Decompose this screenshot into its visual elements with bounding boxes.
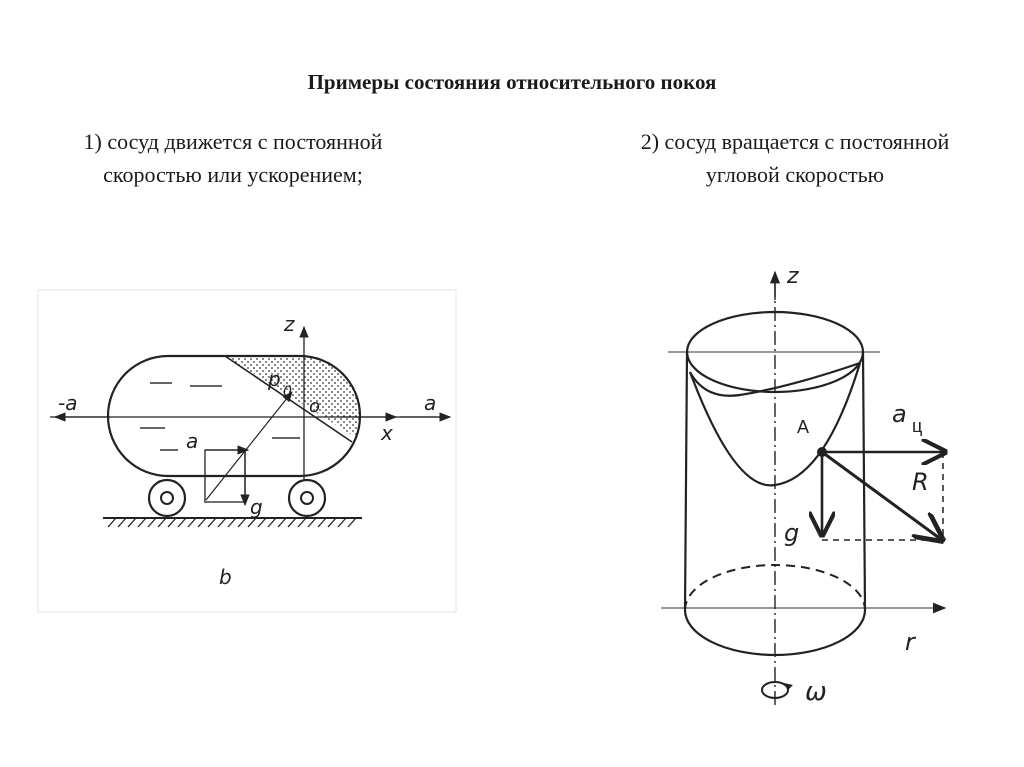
gas-region — [225, 356, 360, 440]
label-p0: p — [267, 367, 281, 391]
cylinder-left-wall — [683, 351, 689, 611]
label-b: b — [219, 565, 232, 589]
caption-right-line-2: угловой скоростью — [705, 162, 885, 187]
slide-title: Примеры состояния относительного покоя — [307, 70, 717, 94]
label-minus-a: -a — [58, 391, 77, 415]
liquid-marks — [140, 382, 300, 451]
caption-left-line-1: 1) сосуд движется с постоянной — [83, 129, 383, 154]
label-z: z — [283, 312, 295, 336]
resultant-r-arrow — [821, 450, 942, 540]
label-z-right: z — [786, 264, 799, 289]
rotation-arrowhead-icon — [784, 683, 793, 690]
label-g-right: g — [784, 519, 799, 547]
label-o: o — [309, 396, 320, 417]
caption-left: 1) сосуд движется с постоянной скоростью… — [18, 125, 448, 191]
cylinder-figure: z A a ц R g r ω — [661, 264, 945, 707]
tank-figure: -a a x z p 0 o a g b — [37, 289, 457, 613]
label-ac: a — [892, 400, 907, 428]
label-ac-sub: ц — [912, 416, 922, 436]
label-g: g — [250, 495, 263, 519]
label-a-right: a — [424, 391, 436, 415]
label-r-axis: r — [905, 628, 917, 656]
wheel-right — [287, 478, 327, 518]
label-a-inner: a — [186, 429, 198, 453]
label-p0-sub: 0 — [283, 384, 292, 400]
ground-hatching — [107, 517, 357, 528]
caption-left-line-2: скоростью или ускорением; — [103, 162, 363, 187]
wheel-left — [147, 478, 187, 518]
caption-right-line-1: 2) сосуд вращается с постоянной — [640, 129, 950, 154]
surface-rim — [689, 361, 861, 397]
tank-body — [106, 354, 362, 478]
resultant-arrow — [205, 391, 293, 501]
label-point-a: A — [797, 417, 809, 437]
label-r-resultant: R — [912, 468, 929, 496]
label-x: x — [380, 421, 393, 445]
label-omega: ω — [805, 677, 827, 707]
caption-right: 2) сосуд вращается с постоянной угловой … — [575, 125, 1015, 191]
